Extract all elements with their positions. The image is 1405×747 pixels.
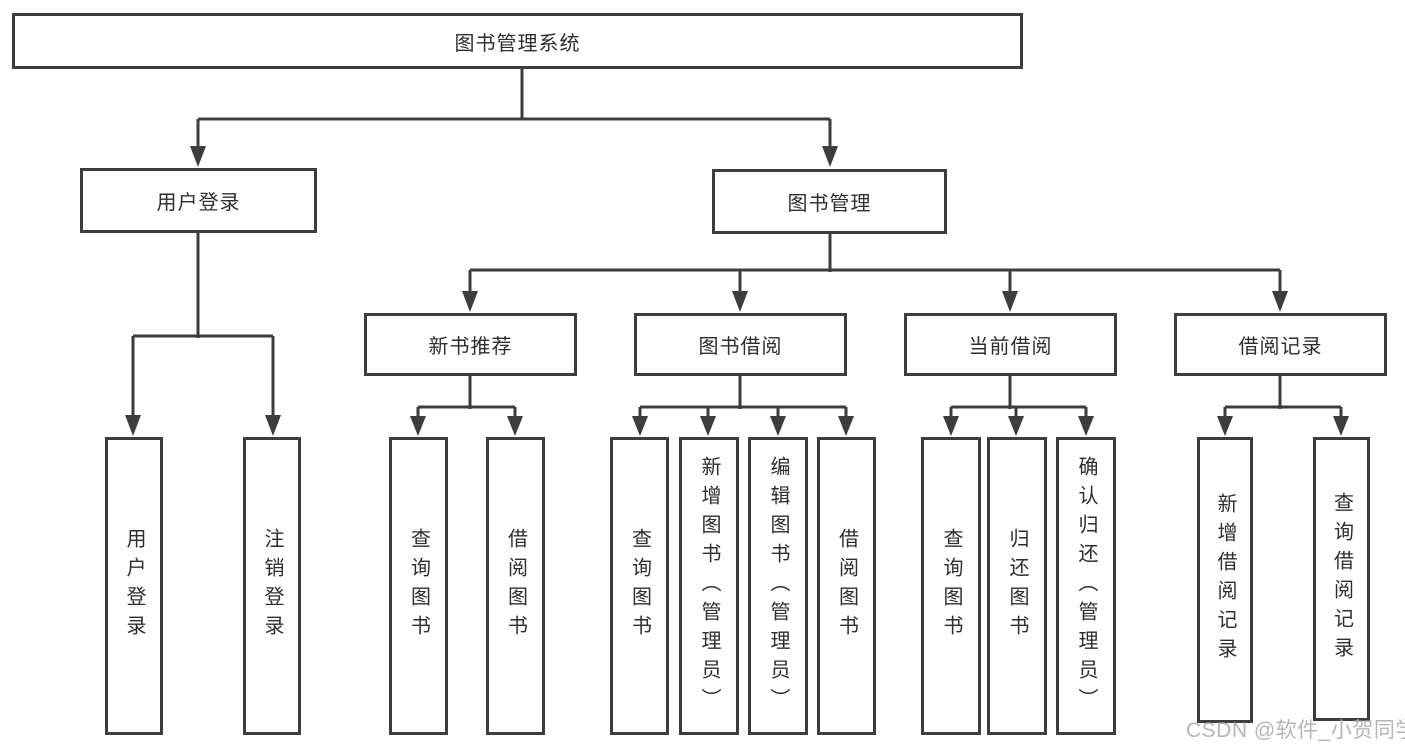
connector-borrow-record-branch <box>1217 376 1349 436</box>
connector-user-login-branch <box>125 233 281 436</box>
leaf-user-login: 用户登录 <box>105 437 163 735</box>
leaf-current-confirm-return-admin: 确认归还（管理员） <box>1056 437 1116 735</box>
leaf-current-return-books: 归还图书 <box>987 437 1047 735</box>
node-user-login: 用户登录 <box>80 168 317 233</box>
connector-book-mgmt-branch <box>462 234 1288 312</box>
watermark: CSDN @软件_小贺同学 <box>1186 719 1405 742</box>
connector-new-book-branch <box>410 376 523 436</box>
connector-book-borrow-branch <box>632 376 854 436</box>
leaf-current-query-books: 查询图书 <box>921 437 981 735</box>
leaf-borrowing-query-books: 查询图书 <box>610 437 669 735</box>
leaf-records-query-record: 查询借阅记录 <box>1313 437 1370 721</box>
leaf-borrowing-add-books-admin: 新增图书（管理员） <box>679 437 739 735</box>
leaf-borrowing-borrow-books: 借阅图书 <box>817 437 876 735</box>
node-book-management: 图书管理 <box>712 169 947 234</box>
leaf-newbook-query-books: 查询图书 <box>389 437 448 735</box>
node-root-library-system: 图书管理系统 <box>12 13 1023 69</box>
leaf-borrowing-edit-books-admin: 编辑图书（管理员） <box>748 437 808 735</box>
connector-root-to-level2 <box>190 69 838 167</box>
node-new-book-recommend: 新书推荐 <box>364 313 577 376</box>
leaf-newbook-borrow-books: 借阅图书 <box>486 437 545 735</box>
connector-current-borrow-branch <box>943 376 1094 436</box>
node-current-borrowing: 当前借阅 <box>904 313 1117 376</box>
leaf-logout: 注销登录 <box>243 437 301 735</box>
leaf-records-add-record: 新增借阅记录 <box>1197 437 1253 723</box>
node-borrowing-records: 借阅记录 <box>1174 313 1387 376</box>
node-book-borrowing: 图书借阅 <box>634 313 847 376</box>
